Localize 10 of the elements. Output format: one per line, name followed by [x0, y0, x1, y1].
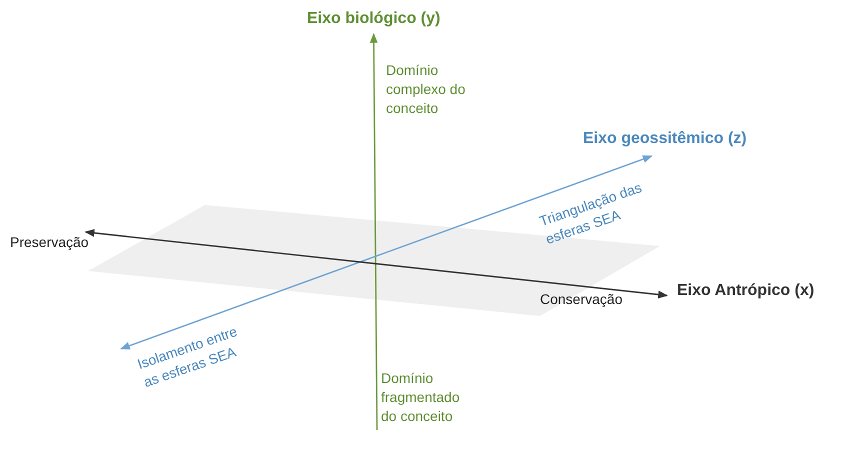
axis-arrow [120, 155, 653, 350]
axis-end-label: Preservação [10, 234, 89, 250]
axis-title: Eixo geossitêmico (z) [583, 130, 747, 148]
axis-title: Eixo biológico (y) [307, 10, 440, 28]
axis-note: Domínio fragmentado do conceito [381, 369, 479, 426]
axis-arrow [370, 33, 378, 430]
axis-note: Conservação [540, 290, 624, 309]
axis-note: Domínio complexo do conceito [386, 61, 466, 118]
axis-arrow [84, 229, 668, 298]
axis-title: Eixo Antrópico (x) [677, 282, 814, 300]
